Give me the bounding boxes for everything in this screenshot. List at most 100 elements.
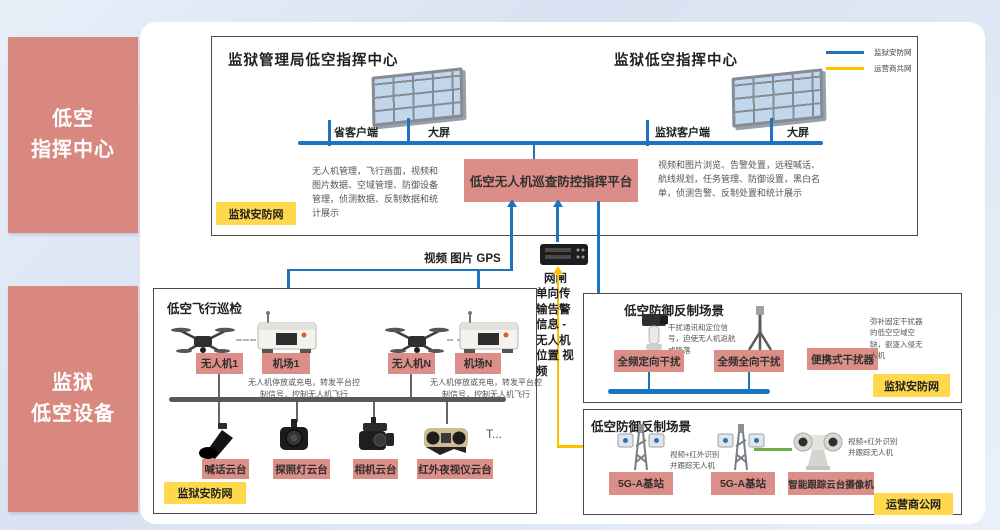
label-text: 全频全向干扰 xyxy=(717,355,781,368)
portable-jammer-function-text: 弥补固定干扰器的低空空域空缺，驱逐入侵无人机 xyxy=(870,317,923,360)
label-text: 无人机1 xyxy=(200,358,239,370)
security-net-badge: 监狱安防网 xyxy=(873,374,950,397)
prison-client-label: 监狱客户端 xyxy=(655,127,710,139)
tracking-ptz-camera-icon xyxy=(793,432,843,470)
label-text: 喊话云台 xyxy=(204,463,247,476)
big-screen-label: 大屏 xyxy=(428,127,450,139)
drone-icon xyxy=(171,327,235,354)
bureau-command-center-title: 监狱管理局低空指挥中心 xyxy=(228,53,399,69)
arrow-up-icon xyxy=(506,199,517,207)
screen-connector xyxy=(407,118,410,142)
dock1-label: 机场1 xyxy=(262,353,310,374)
patrol-box-title: 低空飞行巡检 xyxy=(167,302,243,316)
video-wall-icon xyxy=(731,68,824,128)
arrow-up-icon xyxy=(553,266,563,274)
directional-jammer-label: 全频定向干扰 xyxy=(614,350,684,372)
searchlight-gimbal-icon xyxy=(280,419,308,450)
section-label-prison-devices: 监狱 低空设备 xyxy=(8,286,138,512)
uplink-to-platform xyxy=(510,206,513,271)
label-text: 无人机N xyxy=(391,358,432,370)
platform-to-defense xyxy=(597,201,600,377)
dockN-uplink xyxy=(477,268,480,306)
speaker-gimbal-icon xyxy=(199,423,233,459)
droneN-label: 无人机N xyxy=(388,353,435,374)
operator-net-badge: 运营商公网 xyxy=(874,493,953,515)
drone-dock-link xyxy=(236,339,256,341)
gateway-label: 网闸 xyxy=(544,273,567,285)
drone-icon xyxy=(385,327,449,354)
uplink-horizontal xyxy=(288,268,512,271)
prison-command-center-title: 监狱低空指挥中心 xyxy=(614,53,738,69)
label-text: 智能跟踪云台摄像机 xyxy=(788,479,874,491)
gateway-icon xyxy=(540,244,588,265)
bus-tick xyxy=(646,120,649,146)
gateway-to-platform xyxy=(556,206,559,242)
video-wall-icon xyxy=(371,67,464,127)
oneway-vertical-line xyxy=(556,274,559,447)
label-text: 机场N xyxy=(463,358,493,370)
label-text: 红外夜视仪云台 xyxy=(418,463,492,476)
searchlight-gimbal-label: 探照灯云台 xyxy=(273,459,330,479)
section-label-text: 低空 指挥中心 xyxy=(31,108,115,161)
badge-label: 监狱安防网 xyxy=(177,488,233,500)
label-text: 探照灯云台 xyxy=(275,463,328,476)
tower-camera-link xyxy=(754,448,792,451)
camera-gimbal-label: 相机云台 xyxy=(353,459,398,479)
dockN-label: 机场N xyxy=(455,353,501,374)
command-network-bus xyxy=(298,140,823,145)
jammer-connector xyxy=(648,372,650,390)
5g-base-station-label: 5G-A基站 xyxy=(609,472,673,495)
more-devices-ellipsis: T... xyxy=(486,427,503,441)
label-text: 相机云台 xyxy=(354,463,397,476)
prison-functions-text: 视频和图片浏览、告警处置，远程喊话、航线规划，任务管理、防御设置，黑白名单，侦测… xyxy=(658,160,821,198)
security-net-badge: 监狱安防网 xyxy=(164,482,246,504)
dock-function-text: 无人机停放或充电，转发平台控制信号，控制无人机飞行 xyxy=(248,378,360,399)
section-label-text: 监狱 低空设备 xyxy=(31,372,115,425)
5g-tower-icon xyxy=(617,424,665,470)
speaker-gimbal-label: 喊话云台 xyxy=(202,459,249,479)
tower-function-text: 视频+红外识别 并跟踪无人机 xyxy=(670,450,720,471)
device-connector xyxy=(446,402,448,424)
portable-jammer-label: 便携式干扰器 xyxy=(807,348,878,370)
badge-label: 监狱安防网 xyxy=(228,208,284,221)
badge-label: 监狱安防网 xyxy=(884,380,939,393)
dock-function-text: 无人机停放或充电，转发平台控制信号，控制无人机飞行 xyxy=(430,378,542,399)
security-net-badge: 监狱安防网 xyxy=(216,202,296,225)
defense-tracking-box: 低空防御反制场景 视频+红外识别 并跟踪无人机 视频+红外识别 并跟踪无人机 5… xyxy=(583,409,962,515)
uav-patrol-platform-box: 低空无人机巡查防控指挥平台 xyxy=(464,159,638,202)
directional-jammer-icon xyxy=(642,314,668,350)
tracking-camera-label: 智能跟踪云台摄像机 xyxy=(788,472,874,495)
legend-operator-net-line xyxy=(826,67,864,70)
dock1-uplink xyxy=(287,268,290,306)
label-text: 全频定向干扰 xyxy=(617,355,681,368)
badge-label: 运营商公网 xyxy=(886,499,941,511)
label-text: 机场1 xyxy=(272,358,300,370)
5g-tower-icon xyxy=(717,424,765,470)
command-center-box: 监狱管理局低空指挥中心 监狱低空指挥中心 监狱安防网 运营商共网 省客户端 大屏… xyxy=(211,36,918,236)
section-label-command-center: 低空 指挥中心 xyxy=(8,37,138,233)
5g-base-station-label: 5G-A基站 xyxy=(711,472,775,495)
camera-gimbal-icon xyxy=(359,417,394,450)
oneway-transmission-text: 单向传输告警信息 - 无人机位置 视频 xyxy=(536,288,574,378)
label-text: 5G-A基站 xyxy=(719,478,767,490)
drone-dock-link xyxy=(447,339,463,341)
legend-security-net-line xyxy=(826,51,864,54)
night-vision-gimbal-label: 红外夜视仪云台 xyxy=(417,459,493,479)
device-connector xyxy=(410,374,412,398)
video-image-gps-label: 视频 图片 GPS xyxy=(424,253,501,265)
province-client-label: 省客户端 xyxy=(334,127,378,139)
night-vision-gimbal-icon xyxy=(424,428,468,455)
jammer-bus xyxy=(608,389,770,394)
defense-jamming-box: 低空防御反制场景 干扰通讯和定位信号，迫使无人机返航或降落 全频定向干扰 全频全… xyxy=(583,293,962,403)
platform-label: 低空无人机巡查防控指挥平台 xyxy=(469,175,633,189)
device-connector xyxy=(218,402,220,424)
omni-jammer-label: 全频全向干扰 xyxy=(714,350,784,372)
omni-jammer-icon xyxy=(747,306,773,351)
label-text: 便携式干扰器 xyxy=(811,353,874,366)
device-connector xyxy=(296,402,298,422)
device-bus xyxy=(169,397,506,402)
patrol-box: 低空飞行巡检 xyxy=(153,288,542,514)
bureau-functions-text: 无人机管理，飞行画面，视频和图片数据、空域管理、防御设备管理，侦测数据、反制数据… xyxy=(312,166,439,218)
big-screen-label: 大屏 xyxy=(787,127,809,139)
bus-tick xyxy=(328,120,331,146)
